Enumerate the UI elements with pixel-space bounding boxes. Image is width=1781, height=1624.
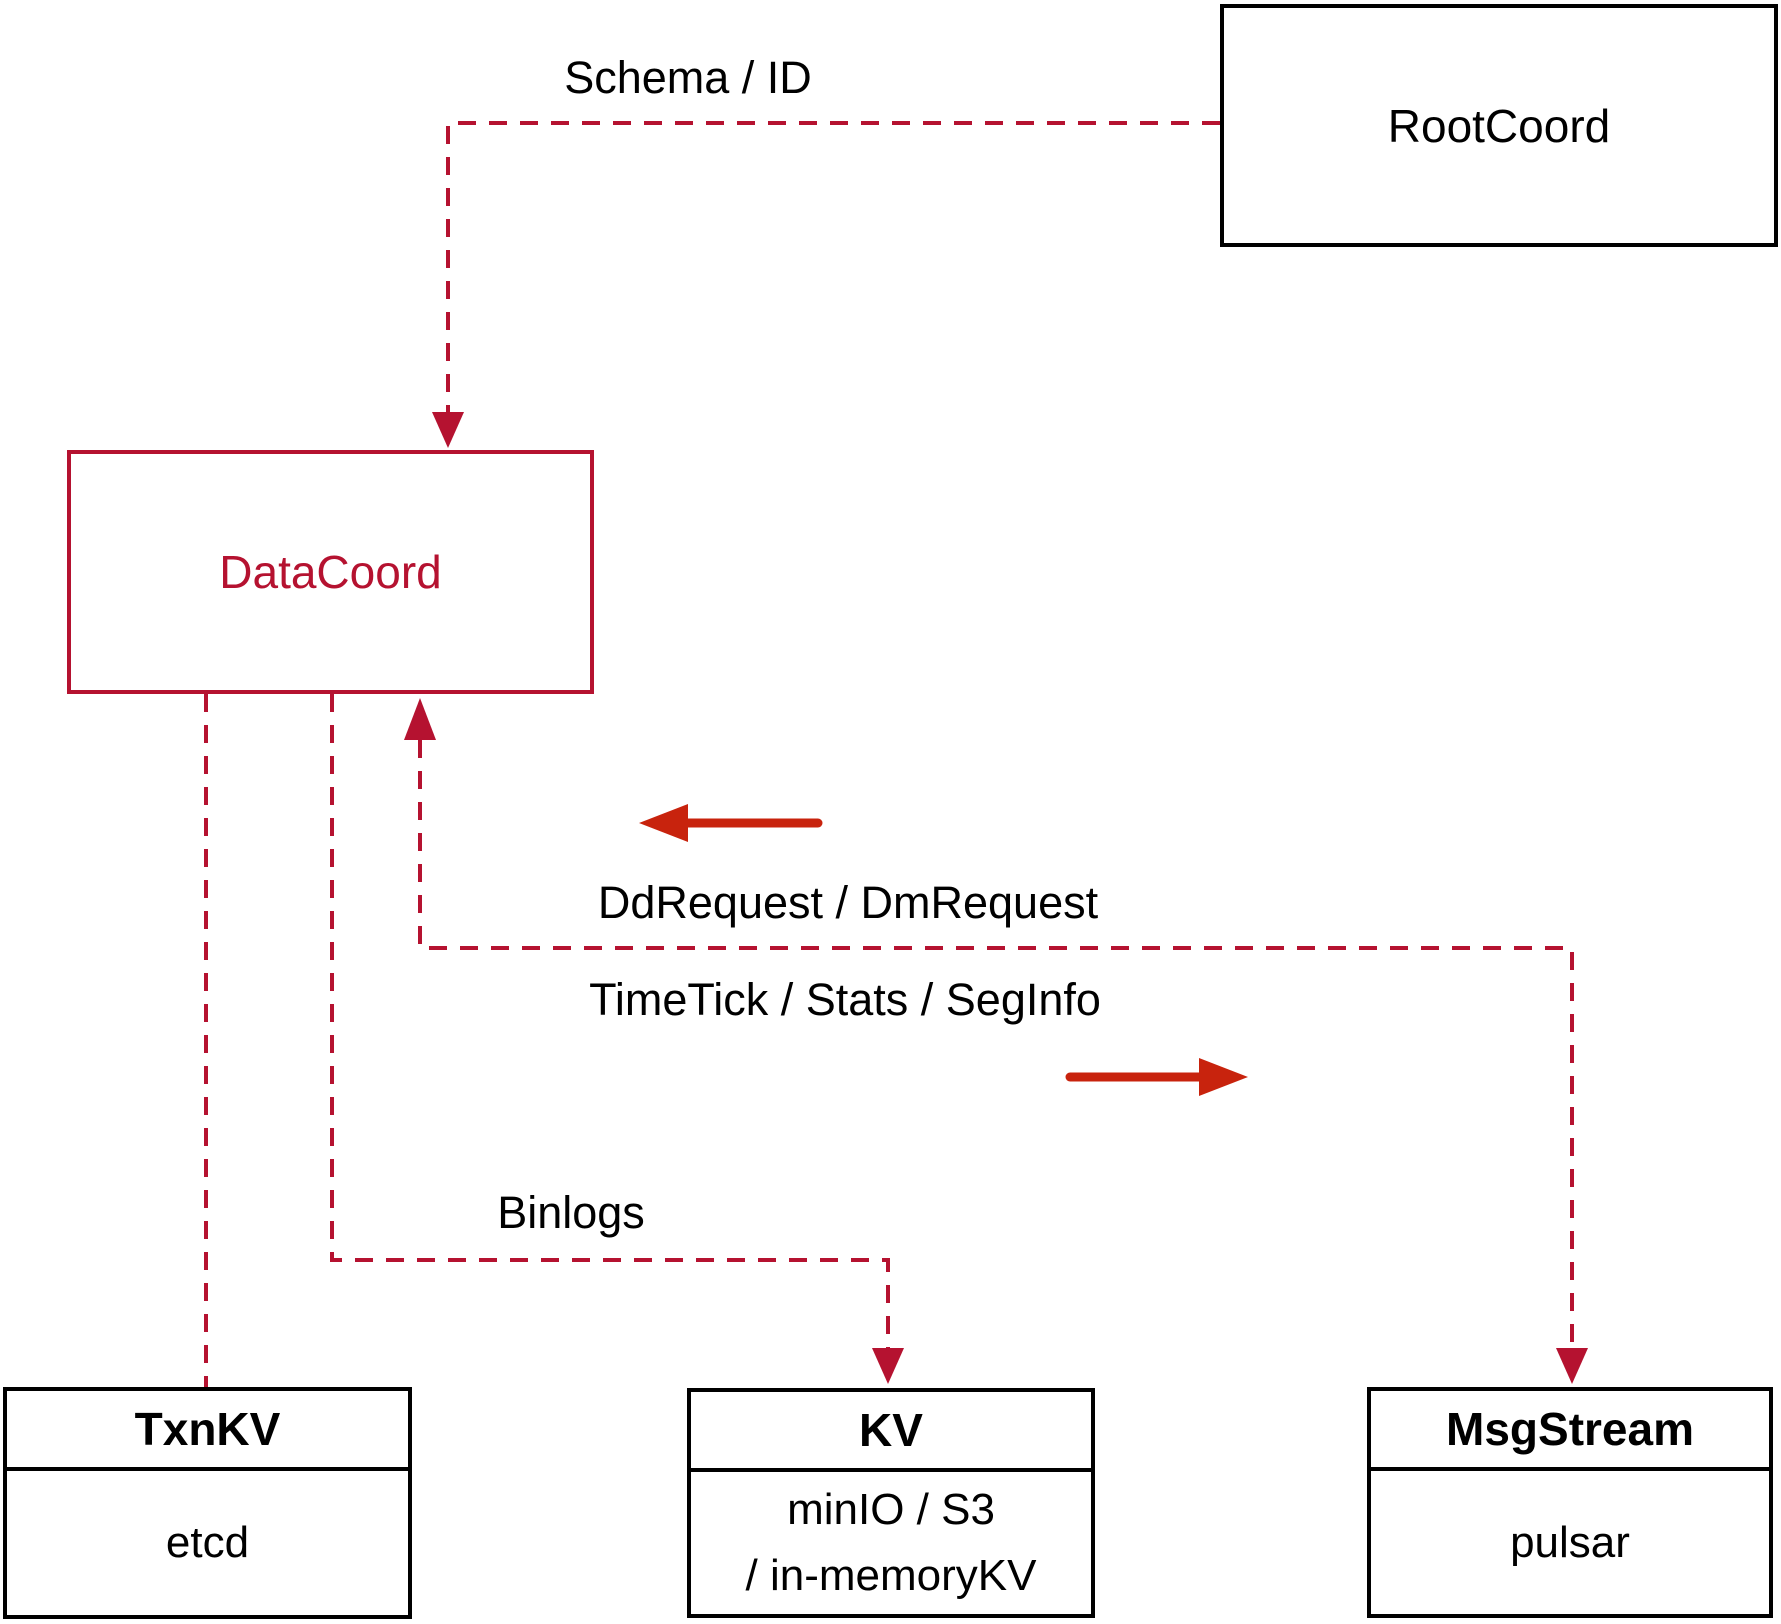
node-kv-body-line2: / in-memoryKV	[745, 1551, 1037, 1600]
edge-binlogs	[330, 694, 890, 1348]
edge-label-binlogs: Binlogs	[497, 1187, 645, 1238]
node-rootcoord: RootCoord	[1220, 4, 1778, 247]
edge-label-ddrequest-dmrequest: DdRequest / DmRequest	[597, 877, 1099, 928]
node-datacoord: DataCoord	[67, 450, 594, 694]
edge-schema-id	[446, 121, 1220, 412]
node-txnkv: TxnKV etcd	[3, 1387, 412, 1619]
node-kv: KV minIO / S3 / in-memoryKV	[687, 1388, 1095, 1618]
node-rootcoord-label: RootCoord	[1387, 99, 1611, 152]
arrowhead-into-datacoord-top-icon	[432, 412, 464, 448]
edge-label-schema-id: Schema / ID	[564, 52, 812, 103]
right-direction-arrow-head-icon	[1199, 1058, 1248, 1096]
left-direction-arrow-head-icon	[639, 804, 688, 842]
node-kv-title: KV	[691, 1392, 1091, 1472]
node-msgstream-title: MsgStream	[1371, 1391, 1769, 1471]
node-datacoord-label: DataCoord	[219, 546, 442, 598]
arrowhead-into-msgstream-top-icon	[1556, 1348, 1588, 1384]
node-kv-body-line1: minIO / S3	[787, 1485, 995, 1534]
node-msgstream-body: pulsar	[1510, 1517, 1630, 1567]
node-msgstream: MsgStream pulsar	[1367, 1387, 1773, 1618]
edge-datacoord-msgstream	[418, 740, 1574, 1348]
node-txnkv-title: TxnKV	[7, 1391, 408, 1471]
node-txnkv-body: etcd	[165, 1518, 250, 1567]
arrowhead-into-kv-top-icon	[872, 1348, 904, 1384]
arrowhead-into-datacoord-bottom-icon	[404, 698, 436, 740]
edge-label-timetick-stats-seginfo: TimeTick / Stats / SegInfo	[589, 974, 1101, 1025]
